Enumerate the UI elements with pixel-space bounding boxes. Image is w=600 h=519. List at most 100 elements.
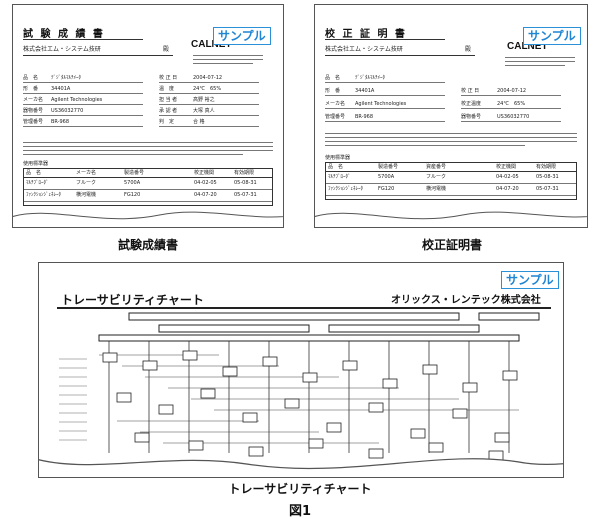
calibration-certificate-document: 校 正 証 明 書 CALNET サンプル 株式会社エム・システム技研 殿 品 … — [314, 4, 588, 228]
calnet-logo: CALNET — [507, 41, 548, 52]
doc3-title: トレーサビリティチャート — [61, 293, 204, 307]
traceability-diagram — [59, 312, 540, 461]
doc1-recipient: 株式会社エム・システム技研 — [23, 46, 101, 53]
field-value: US36032770 — [51, 108, 84, 114]
table-cell: 04-02-05 — [496, 174, 519, 180]
table-header-cell: 資産番号 — [426, 164, 447, 170]
chart-node — [222, 366, 238, 377]
field-value: BR-968 — [51, 119, 70, 125]
chart-node — [494, 432, 510, 443]
chart-node — [102, 352, 118, 363]
field-value: 合 格 — [193, 119, 205, 125]
table-cell: FG120 — [378, 186, 395, 192]
field-label: 校 正 日 — [461, 88, 480, 94]
chart-node — [302, 372, 318, 383]
table-cell: 5700A — [378, 174, 395, 180]
table-cell: ﾌｧﾝｸｼｮﾝｼﾞｪﾈﾚｰﾀ — [26, 192, 62, 198]
field-value: ﾃﾞｼﾞﾀﾙﾏﾙﾁﾒｰﾀ — [51, 75, 82, 81]
field-label: 判 定 — [159, 119, 175, 125]
table-header-cell: メーカ名 — [76, 170, 97, 176]
doc2-honorific: 殿 — [465, 46, 472, 53]
doc2-section-title: 使用標準器 — [325, 155, 351, 161]
chart-node — [452, 408, 468, 419]
table-cell: 05-08-31 — [536, 174, 559, 180]
chart-node — [422, 364, 438, 375]
chart-top-bar — [128, 312, 460, 321]
field-label: 校 正 日 — [159, 75, 178, 81]
field-value: BR-968 — [355, 114, 374, 120]
chart-top-bar — [478, 312, 540, 321]
field-label: 器物番号 — [461, 114, 482, 120]
table-cell: 05-07-31 — [234, 192, 257, 198]
chart-node — [382, 378, 398, 389]
field-label: 形 番 — [325, 88, 341, 94]
table-cell: ﾏﾙﾁﾌﾞﾛｰﾀﾞ — [328, 174, 351, 180]
chart-node — [242, 412, 258, 423]
table-cell: 横河電機 — [76, 192, 97, 198]
chart-node — [262, 356, 278, 367]
field-label: 品 名 — [23, 75, 39, 81]
field-value: 34401A — [51, 86, 71, 92]
field-label: 管理番号 — [325, 114, 346, 120]
chart-mid-bar — [328, 324, 480, 333]
chart-node — [142, 360, 158, 371]
chart-node — [410, 428, 426, 439]
field-value: ﾃﾞｼﾞﾀﾙﾏﾙﾁﾒｰﾀ — [355, 75, 386, 81]
table-cell: 05-07-31 — [536, 186, 559, 192]
paper-curl — [39, 458, 563, 477]
chart-node — [326, 422, 342, 433]
field-value: 24℃ 65% — [497, 101, 526, 107]
field-value: 2004-07-12 — [193, 75, 223, 81]
field-value: 2004-07-12 — [497, 88, 527, 94]
field-label: メーカ名 — [325, 101, 346, 107]
figure-label: 図1 — [288, 504, 312, 519]
chart-node — [284, 398, 300, 409]
field-value: 高野 裕之 — [193, 97, 215, 103]
chart-node — [116, 392, 132, 403]
sample-stamp: サンプル — [523, 27, 581, 45]
field-label: メーカ名 — [23, 97, 44, 103]
field-value: US36032770 — [497, 114, 530, 120]
field-label: 形 番 — [23, 86, 39, 92]
chart-node — [134, 432, 150, 443]
table-cell: 横河電機 — [426, 186, 447, 192]
field-label: 温 度 — [159, 86, 175, 92]
table-cell: 04-02-05 — [194, 180, 217, 186]
table-cell: 04-07-20 — [194, 192, 217, 198]
chart-node — [502, 370, 518, 381]
table-cell: フルーク — [76, 180, 97, 186]
caption-test-report: 試験成績書 — [117, 238, 178, 252]
chart-node — [182, 350, 198, 361]
caption-traceability-chart: トレーサビリティチャート — [228, 482, 372, 496]
table-cell: 04-07-20 — [496, 186, 519, 192]
chart-node — [248, 446, 264, 457]
table-cell: ﾏﾙﾁﾌﾞﾛｰﾀﾞ — [26, 180, 49, 186]
table-header-cell: 品 名 — [26, 170, 42, 176]
chart-node — [200, 388, 216, 399]
field-label: 器物番号 — [23, 108, 44, 114]
table-header-cell: 有効期限 — [234, 170, 255, 176]
sample-stamp: サンプル — [501, 271, 559, 289]
paper-curl — [315, 211, 587, 227]
doc2-title: 校 正 証 明 書 — [325, 29, 407, 40]
paper-curl — [13, 211, 283, 227]
chart-node — [462, 382, 478, 393]
chart-node — [158, 404, 174, 415]
table-cell: フルーク — [426, 174, 447, 180]
table-header-cell: 校正機関 — [496, 164, 517, 170]
table-header-cell: 製造番号 — [124, 170, 145, 176]
chart-node — [368, 448, 384, 459]
doc1-section-title: 使用標準器 — [23, 161, 49, 167]
table-cell: FG120 — [124, 192, 141, 198]
table-header-cell: 校正機関 — [194, 170, 215, 176]
chart-node — [428, 442, 444, 453]
table-cell: 05-08-31 — [234, 180, 257, 186]
field-value: 34401A — [355, 88, 375, 94]
field-value: 24℃ 65% — [193, 86, 222, 92]
doc3-company: オリックス・レンテック株式会社 — [391, 295, 541, 306]
doc2-recipient: 株式会社エム・システム技研 — [325, 46, 403, 53]
field-label: 担 当 者 — [159, 97, 178, 103]
traceability-chart-document: トレーサビリティチャート サンプル オリックス・レンテック株式会社 — [38, 262, 564, 478]
calnet-logo: CALNET — [191, 39, 232, 50]
